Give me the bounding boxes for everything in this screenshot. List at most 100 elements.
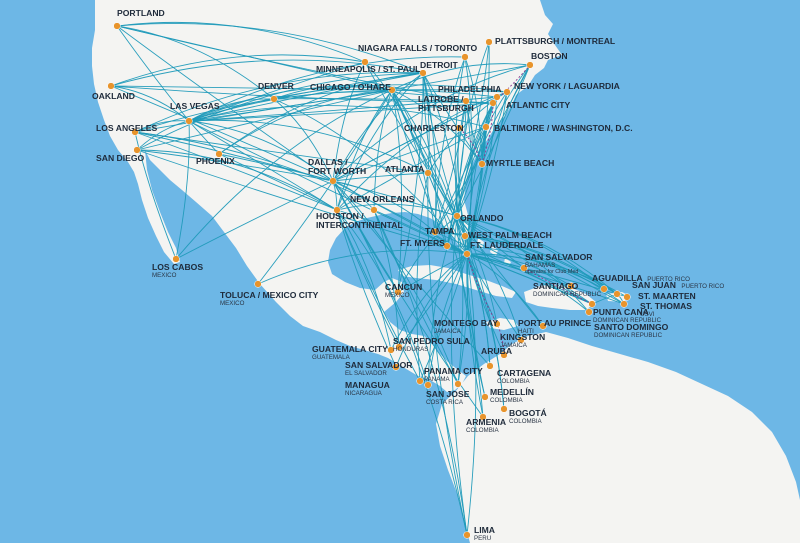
city-label-plattsburgh: PLATTSBURGH / MONTREAL bbox=[495, 36, 615, 46]
city-marker-los-angeles[interactable] bbox=[131, 128, 139, 136]
city-label-new-orleans: NEW ORLEANS bbox=[350, 194, 415, 204]
city-marker-latrobe[interactable] bbox=[462, 97, 470, 105]
city-marker-atlantic-city[interactable] bbox=[489, 99, 497, 107]
city-label-santiago: SANTIAGO bbox=[533, 281, 579, 291]
city-marker-plattsburgh[interactable] bbox=[485, 38, 493, 46]
route-ft-lauderdale-st-maarten bbox=[466, 253, 628, 298]
city-marker-managua[interactable] bbox=[416, 377, 424, 385]
city-marker-boston[interactable] bbox=[526, 61, 534, 69]
city-label-ft-lauderdale: FT. LAUDERDALE bbox=[470, 240, 544, 250]
south-america-land bbox=[436, 332, 800, 543]
city-marker-kingston[interactable] bbox=[517, 336, 525, 344]
route-los-angeles-houston bbox=[134, 131, 338, 211]
city-country-san-salvador-bahamas: BAHAMAS bbox=[525, 262, 555, 269]
city-marker-aguadilla[interactable] bbox=[600, 285, 608, 293]
city-label-toluca: TOLUCA / MEXICO CITY bbox=[220, 290, 319, 300]
city-marker-guatemala-city[interactable] bbox=[387, 346, 395, 354]
city-marker-chicago[interactable] bbox=[388, 86, 396, 94]
city-marker-santo-domingo[interactable] bbox=[585, 308, 593, 316]
city-marker-st-maarten[interactable] bbox=[623, 293, 631, 301]
route-oakland-dallas bbox=[110, 85, 334, 182]
city-label-dallas: DALLAS / bbox=[308, 157, 348, 167]
city-marker-port-au-prince[interactable] bbox=[539, 322, 547, 330]
city-marker-san-salvador-es[interactable] bbox=[392, 363, 400, 371]
route-new-york-orlando bbox=[456, 91, 508, 217]
city-marker-san-pedro-sula[interactable] bbox=[395, 343, 403, 351]
route-las-vegas-chicago bbox=[188, 86, 393, 122]
city-marker-ft-lauderdale[interactable] bbox=[463, 250, 471, 258]
city-marker-charleston[interactable] bbox=[455, 124, 463, 132]
city-marker-new-york[interactable] bbox=[503, 88, 511, 96]
city-marker-orlando[interactable] bbox=[453, 212, 461, 220]
route-boston-ft-lauderdale bbox=[466, 64, 531, 255]
route-portland-las-vegas bbox=[116, 25, 190, 122]
city-marker-detroit[interactable] bbox=[419, 69, 427, 77]
city-marker-punta-cana[interactable] bbox=[588, 300, 596, 308]
city-marker-phoenix[interactable] bbox=[215, 150, 223, 158]
city-marker-tampa[interactable] bbox=[431, 228, 439, 236]
city-label-atlanta: ATLANTA bbox=[385, 164, 424, 174]
city-marker-niagara[interactable] bbox=[461, 53, 469, 61]
city-marker-baltimore[interactable] bbox=[482, 123, 490, 131]
route-oakland-minneapolis bbox=[110, 54, 366, 87]
city-marker-philadelphia[interactable] bbox=[493, 93, 501, 101]
city-marker-myrtle-beach[interactable] bbox=[478, 160, 486, 168]
city-marker-montego-bay[interactable] bbox=[493, 320, 501, 328]
city-marker-san-juan[interactable] bbox=[613, 290, 621, 298]
route-niagara-tampa bbox=[434, 56, 466, 233]
route-las-vegas-dallas bbox=[188, 120, 334, 182]
city-label-portland: PORTLAND bbox=[117, 8, 165, 18]
city-marker-aruba[interactable] bbox=[500, 351, 508, 359]
city-country-san-salvador-es: EL SALVADOR bbox=[345, 370, 387, 377]
route-toluca-ft-lauderdale bbox=[257, 249, 468, 285]
city-marker-toluca[interactable] bbox=[254, 280, 262, 288]
route-san-diego-houston bbox=[136, 149, 338, 211]
route-orlando-montego-bay bbox=[456, 215, 498, 325]
city-marker-medellin[interactable] bbox=[481, 393, 489, 401]
city-label-west-palm-beach: WEST PALM BEACH bbox=[468, 230, 552, 240]
route-phoenix-houston bbox=[218, 153, 338, 211]
city-marker-cartagena[interactable] bbox=[486, 362, 494, 370]
route-detroit-myrtle-beach bbox=[422, 72, 483, 165]
city-marker-ft-myers[interactable] bbox=[443, 242, 451, 250]
city-country-guatemala-city: GUATEMALA bbox=[312, 354, 351, 361]
city-marker-bogota[interactable] bbox=[500, 405, 508, 413]
route-denver-dallas bbox=[273, 98, 334, 182]
city-marker-san-salvador-bahamas[interactable] bbox=[520, 264, 528, 272]
city-marker-houston[interactable] bbox=[333, 206, 341, 214]
route-ft-lauderdale-san-salvador-es bbox=[395, 253, 468, 368]
route-dallas-cartagena bbox=[332, 180, 491, 367]
route-denver-detroit bbox=[273, 72, 424, 100]
city-marker-san-jose[interactable] bbox=[424, 381, 432, 389]
city-country-st-thomas: USVI bbox=[640, 311, 655, 318]
route-houston-san-salvador-es bbox=[336, 209, 397, 368]
city-label-denver: DENVER bbox=[258, 81, 295, 91]
city-marker-san-diego[interactable] bbox=[133, 146, 141, 154]
city-marker-cancun[interactable] bbox=[394, 288, 402, 296]
city-marker-portland[interactable] bbox=[113, 22, 121, 30]
route-new-york-houston bbox=[336, 91, 508, 211]
city-marker-oakland[interactable] bbox=[107, 82, 115, 90]
city-marker-lima[interactable] bbox=[463, 531, 471, 539]
city-marker-armenia[interactable] bbox=[479, 413, 487, 421]
city-label-st-maarten: ST. MAARTEN bbox=[638, 291, 696, 301]
city-label-latrobe-line2: PITTSBURGH bbox=[418, 103, 474, 113]
city-marker-new-orleans[interactable] bbox=[370, 206, 378, 214]
city-marker-los-cabos[interactable] bbox=[172, 255, 180, 263]
city-marker-minneapolis[interactable] bbox=[361, 58, 369, 66]
city-label-bogota: BOGOTÁ bbox=[509, 408, 547, 418]
city-marker-dallas[interactable] bbox=[329, 177, 337, 185]
city-marker-west-palm-beach[interactable] bbox=[461, 232, 469, 240]
city-marker-st-thomas[interactable] bbox=[620, 300, 628, 308]
route-atlanta-managua bbox=[416, 172, 429, 382]
city-marker-santiago[interactable] bbox=[567, 282, 575, 290]
route-ft-myers-punta-cana bbox=[446, 245, 593, 305]
city-marker-las-vegas[interactable] bbox=[185, 117, 193, 125]
city-marker-panama-city[interactable] bbox=[454, 380, 462, 388]
city-marker-denver[interactable] bbox=[270, 95, 278, 103]
route-lines bbox=[110, 21, 628, 536]
city-label-las-vegas: LAS VEGAS bbox=[170, 101, 220, 111]
city-label-houston: HOUSTON / bbox=[316, 211, 364, 221]
city-marker-atlanta[interactable] bbox=[424, 169, 432, 177]
route-las-vegas-philadelphia bbox=[188, 96, 498, 122]
